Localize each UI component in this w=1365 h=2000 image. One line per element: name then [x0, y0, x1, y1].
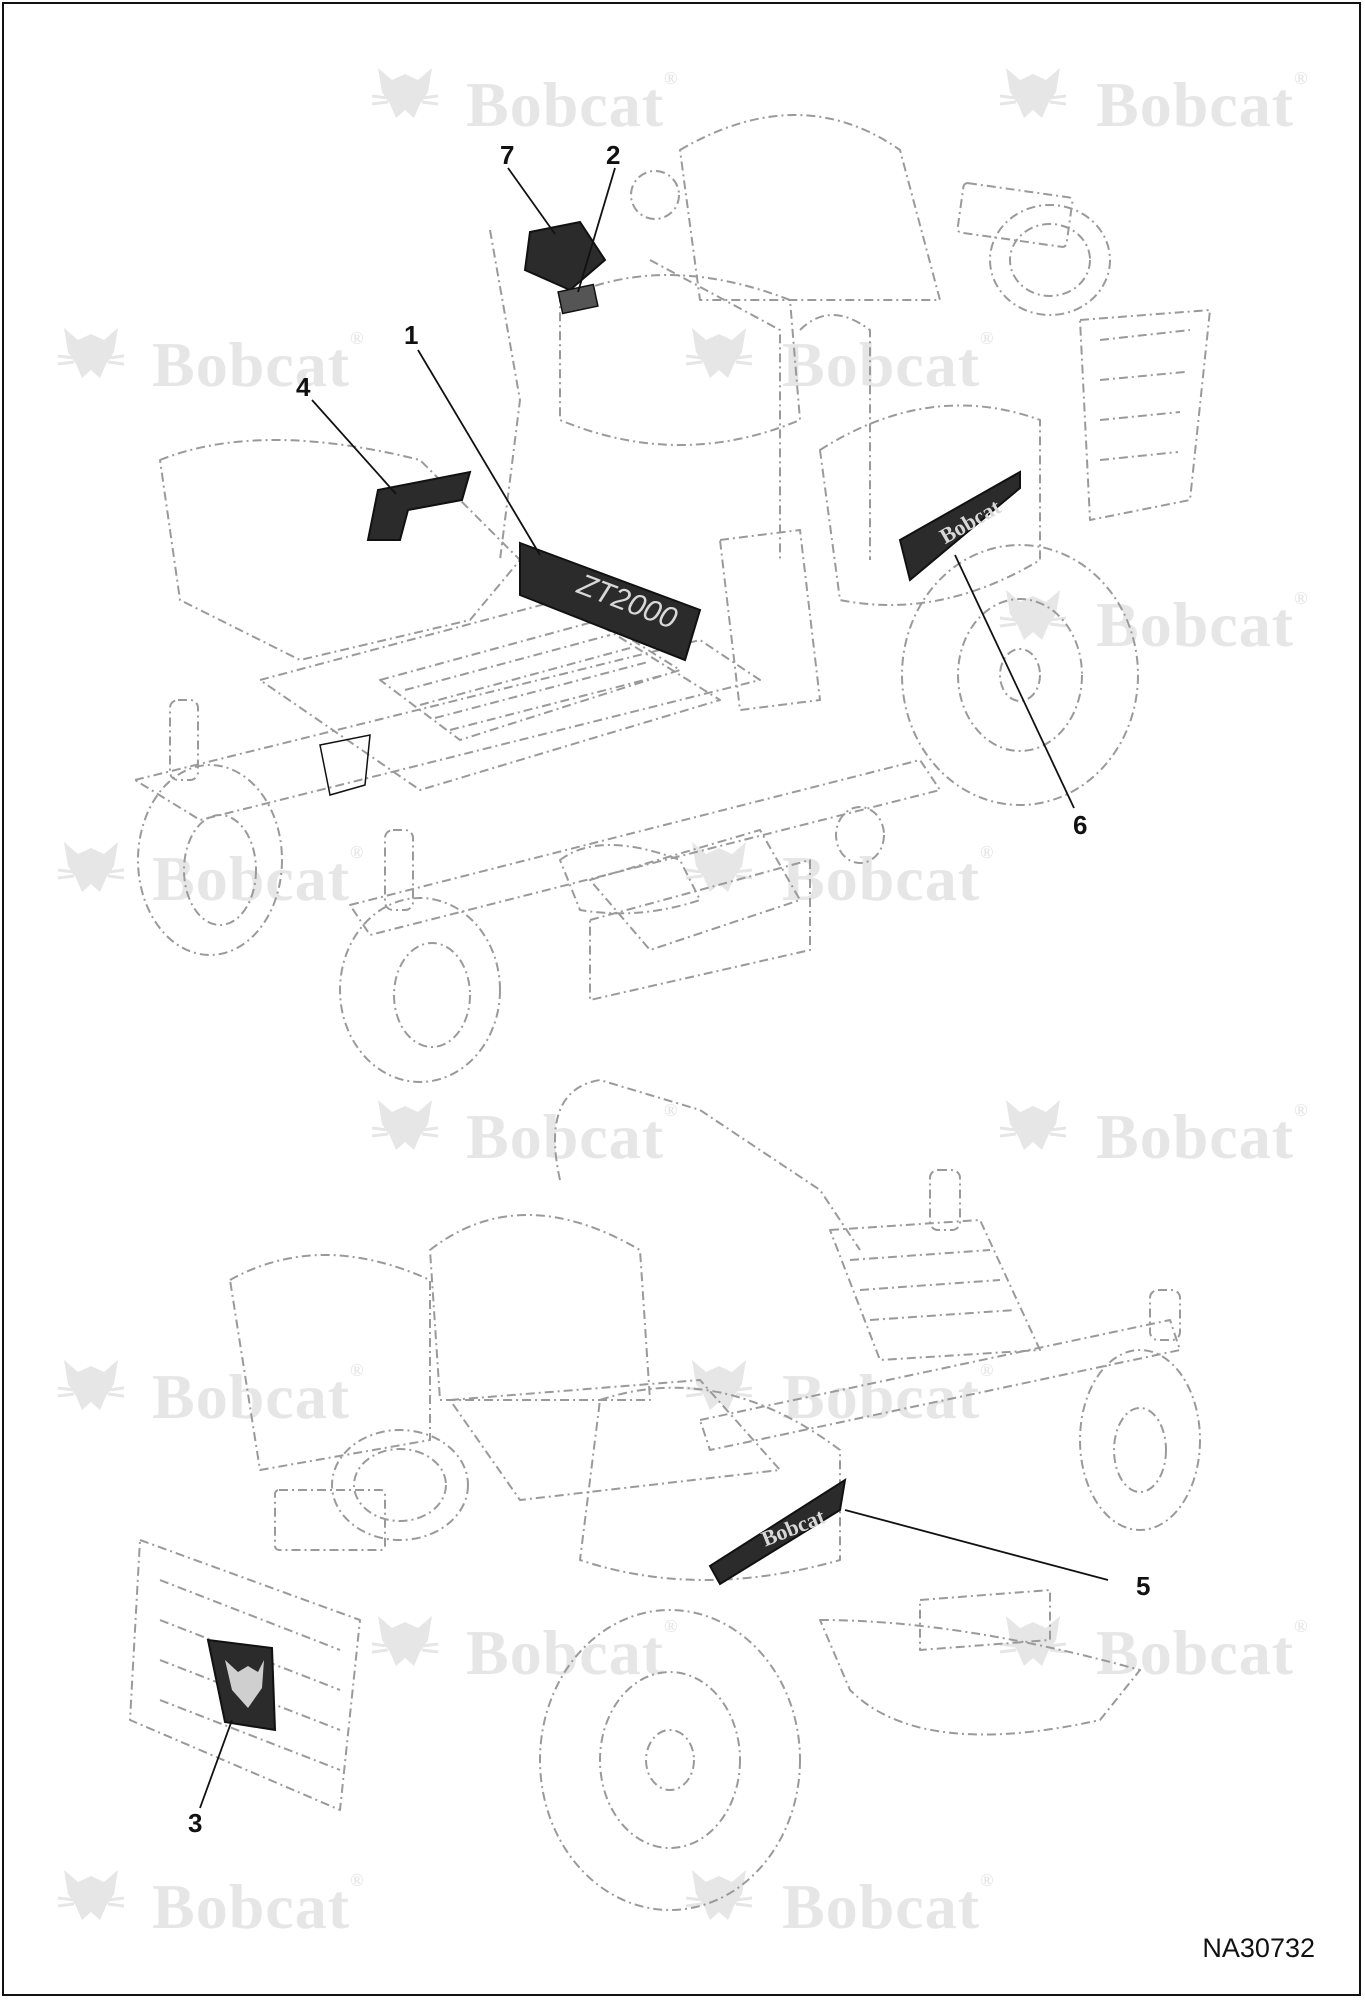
decal-6-fender [898, 470, 1021, 582]
engine-fan-rear [331, 1429, 469, 1541]
floor-pan [259, 599, 721, 791]
decal-4-deck [366, 470, 472, 541]
decal-5-fender [708, 1477, 847, 1586]
engine-fan [989, 204, 1111, 316]
fuel-cap [630, 170, 680, 220]
discharge-chute [819, 1619, 1141, 1736]
leader-lines [199, 167, 1109, 1809]
bobcat-head-icon [225, 1660, 264, 1708]
front-caster-rear-view [1079, 1349, 1201, 1531]
front-right-caster-wheel [339, 897, 501, 1083]
seat-back-rear [429, 1214, 651, 1401]
decal-1-model [519, 541, 702, 662]
seat-cushion [559, 274, 801, 446]
mower-rear-view [129, 1079, 1201, 1911]
rear-bumper-guard [129, 1539, 361, 1811]
callout-1: 1 [404, 320, 419, 350]
right-fender [819, 404, 1041, 606]
document-id: NA30732 [1202, 1933, 1315, 1963]
callout-2: 2 [606, 140, 621, 170]
decals-rear-view: Bobcat [206, 1477, 847, 1732]
callout-7: 7 [500, 140, 515, 170]
callout-4: 4 [296, 372, 311, 402]
rear-drive-wheel [901, 544, 1139, 806]
right-fender-rear [579, 1386, 841, 1581]
decal-5-brand-text: Bobcat [758, 1503, 829, 1551]
callout-6: 6 [1073, 810, 1088, 840]
decal-2-label [557, 283, 599, 315]
seat-back [679, 114, 941, 301]
rear-drive-wheel-rear-view [539, 1609, 801, 1911]
front-left-caster-wheel [137, 764, 283, 956]
deck-baffle [589, 829, 801, 951]
decal-7-console [523, 220, 607, 292]
callout-5: 5 [1136, 1571, 1151, 1601]
callout-3: 3 [188, 1808, 203, 1838]
mower-top-view [134, 114, 1211, 1083]
